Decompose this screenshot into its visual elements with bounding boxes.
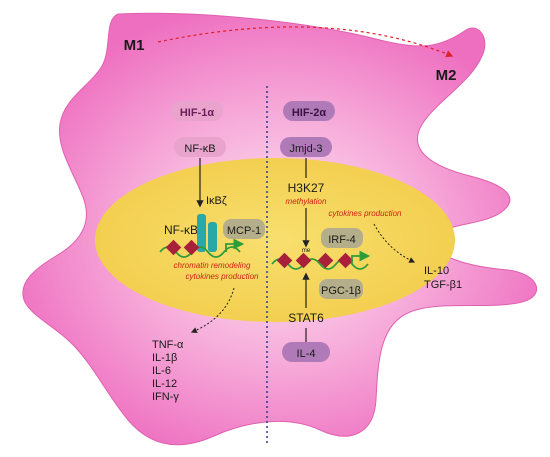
jmjd3-label: Jmjd-3 — [289, 143, 322, 155]
m1-output-4: IL-12 — [152, 378, 177, 390]
nfkb-nuclear-label: NF-κB — [164, 223, 198, 237]
stat6-label: STAT6 — [288, 311, 324, 325]
m2-cytokine-arrow — [373, 223, 416, 263]
m2-output-1: IL-10 — [424, 265, 449, 277]
mcp1-label: MCP-1 — [227, 225, 261, 237]
nucleosome-1 — [165, 239, 182, 256]
nucleus — [95, 158, 455, 322]
mcp1-pill — [223, 219, 265, 239]
m1-output-5: IFN-γ — [152, 391, 179, 403]
methylation-note: methylation — [286, 197, 327, 206]
ikbz-label: IκBζ — [206, 195, 227, 207]
m2-cytokine-note: cytokines production — [329, 209, 402, 218]
pgc1b-label: PGC-1β — [321, 285, 361, 297]
hif1a-label: HIF-1α — [180, 107, 215, 119]
hif1a-pill — [171, 101, 223, 121]
irf4-label: IRF-4 — [328, 234, 356, 246]
h3k27-label: H3K27 — [288, 181, 325, 195]
m1-output-1: TNF-α — [152, 339, 184, 351]
pgc1b-pill — [319, 279, 363, 299]
il4-pill — [282, 342, 330, 362]
m1-pathway: HIF-1α NF-κB IκBζ NF-κB MCP-1 chromatin … — [152, 101, 265, 403]
m2-label: M2 — [436, 67, 457, 84]
m2-pathway: HIF-2α Jmjd-3 H3K27 methylation cytokine… — [271, 101, 462, 362]
polarization-arrow — [157, 26, 454, 58]
m2-output-2: TGF-β1 — [424, 279, 462, 291]
ikbz-bar-2 — [208, 222, 217, 252]
transcription-start-arrow — [225, 238, 245, 252]
chromatin-remodeling-note: chromatin remodeling — [174, 261, 251, 270]
nfkb-cyto-pill — [174, 137, 226, 157]
il4-label: IL-4 — [297, 348, 316, 360]
irf4-pill — [321, 228, 363, 248]
jmjd3-pill — [280, 137, 332, 157]
ikbz-bar-1 — [197, 214, 206, 252]
m2-transcription-arrow — [351, 250, 371, 264]
m1-output-3: IL-6 — [152, 365, 171, 377]
m1-output-2: IL-1β — [152, 352, 177, 364]
hif2a-label: HIF-2α — [292, 107, 327, 119]
m1-cytokine-arrow — [190, 287, 235, 333]
hif2a-pill — [283, 101, 335, 121]
m1-cytokine-note: cytokines production — [186, 272, 259, 281]
nucleosome-2 — [183, 239, 200, 256]
nfkb-cyto-label: NF-κB — [184, 143, 215, 155]
methyl-mark: me — [302, 248, 311, 254]
m1-label: M1 — [124, 37, 145, 54]
